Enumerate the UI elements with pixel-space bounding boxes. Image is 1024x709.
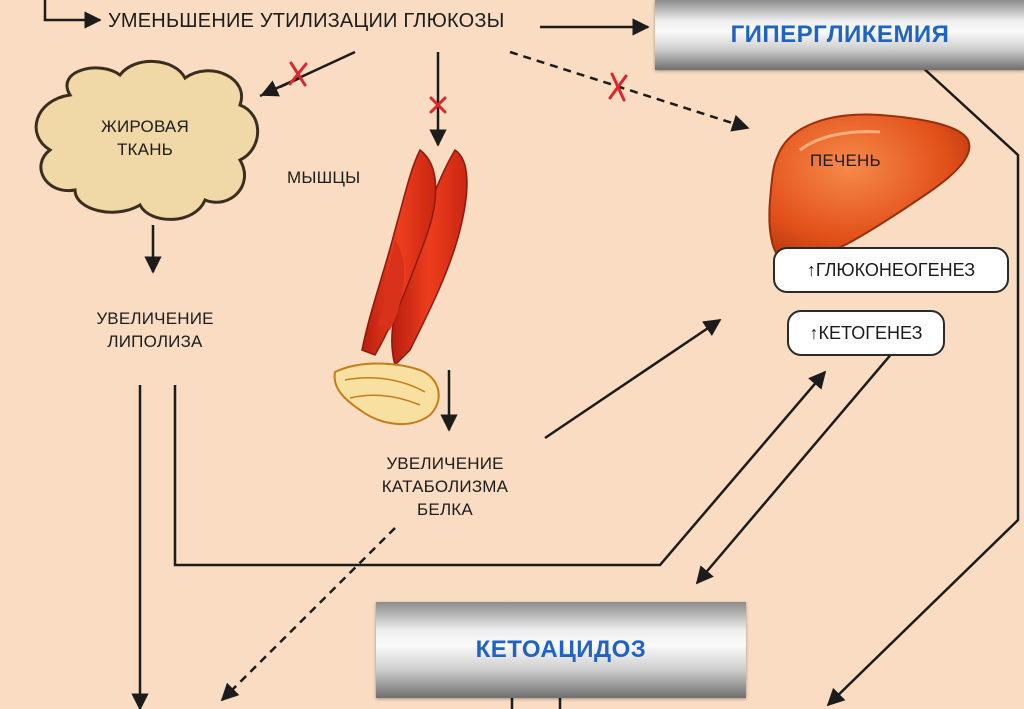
arrow-title-to-fat [260,50,356,97]
arrow-left-into-title [43,0,102,29]
blocked-mark-liver [608,72,628,102]
arrow-ketogenesis-to-ketoacidosis [695,351,894,585]
liver-illustration [768,113,971,264]
label-liver: ПЕЧЕНЬ [810,151,881,170]
label-muscles: МЫШЦЫ [287,168,361,187]
blocked-mark-fat [288,61,308,87]
label-fat-tissue: ЖИРОВАЯ ТКАНЬ [101,117,189,159]
banner-hyperglycemia: ГИПЕРГЛИКЕМИЯ [655,0,1024,70]
title-glucose-utilization: УМЕНЬШЕНИЕ УТИЛИЗАЦИИ ГЛЮКОЗЫ [108,10,505,32]
dashed-arrow-catabolism-down [220,527,396,702]
fat-tissue-cloud [34,60,260,221]
arrow-hyperglycemia-right [826,64,1020,707]
muscle-illustration [333,148,468,426]
arrow-lipolysis-line [173,370,827,567]
pill-ketogenesis: ↑КЕТОГЕНЕЗ [787,310,945,356]
pill-gluconeogenesis: ↑ГЛЮКОНЕОГЕНЕЗ [773,247,1009,293]
label-lipolysis: УВЕЛИЧЕНИЕ ЛИПОЛИЗА [96,309,214,351]
label-protein-catabolism: УВЕЛИЧЕНИЕ КАТАБОЛИЗМА БЕЛКА [381,454,509,519]
arrow-catabolism-to-liver [544,318,722,440]
blocked-mark-muscle [429,96,447,114]
banner-ketoacidosis: КЕТОАЦИДОЗ [376,602,746,698]
